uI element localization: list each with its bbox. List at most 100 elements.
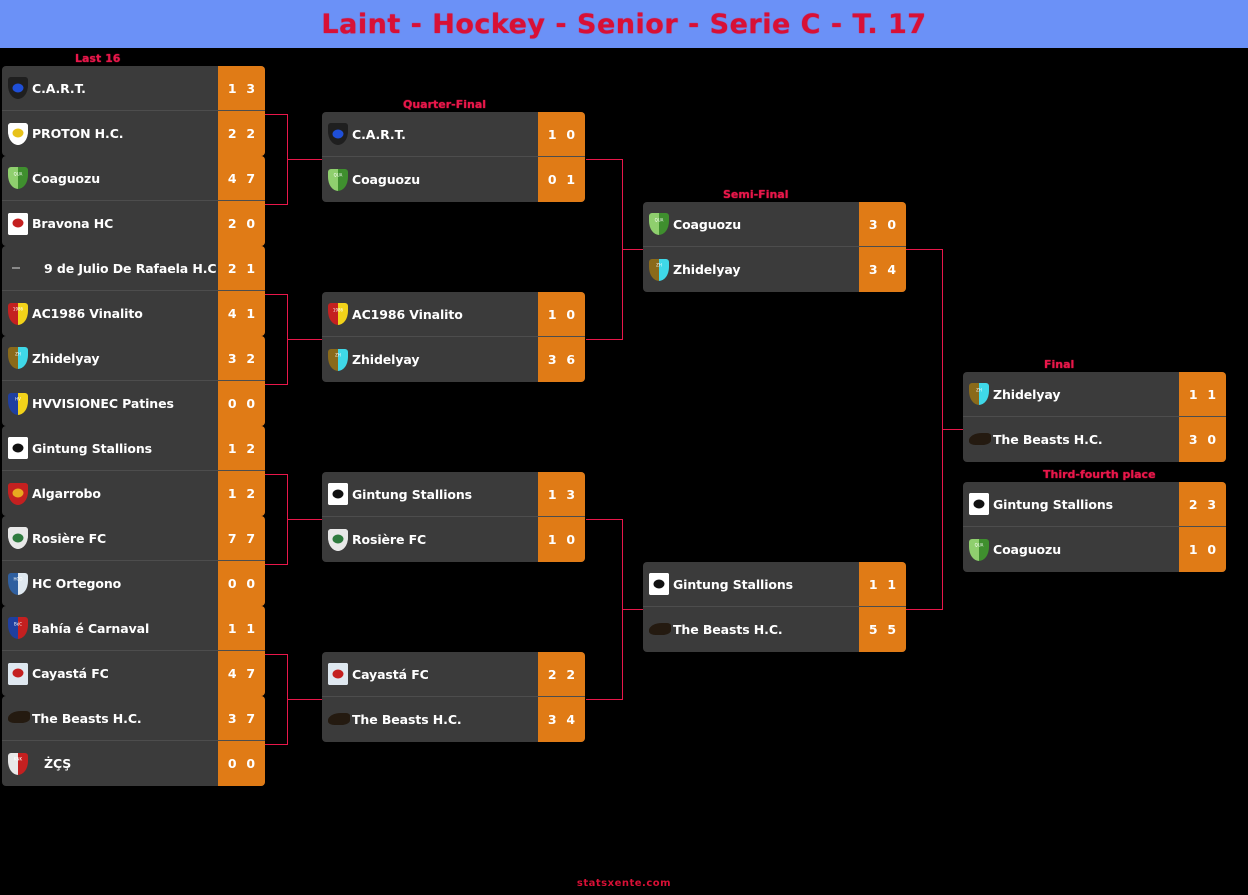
- team-row[interactable]: QUA Coaguozu 1 0: [963, 527, 1226, 572]
- team-crest-icon: [8, 525, 30, 551]
- score-leg1: 1: [547, 306, 557, 322]
- team-name: AC1986 Vinalito: [32, 306, 143, 321]
- score-cell: 2 2: [218, 111, 265, 156]
- team-row[interactable]: QUA Coaguozu 0 1: [322, 157, 585, 202]
- round-label-last16: Last 16: [75, 52, 121, 65]
- team-row[interactable]: ZH Zhidelyay 3 4: [643, 247, 906, 292]
- team-crest-icon: [8, 255, 30, 281]
- score-leg2: 7: [246, 530, 256, 546]
- score-leg1: 4: [227, 666, 237, 681]
- connector: [265, 564, 287, 565]
- team-row[interactable]: 9 de Julio De Rafaela H.C 2 1: [2, 246, 265, 291]
- connector: [622, 249, 644, 250]
- score-leg2: 0: [246, 396, 256, 411]
- connector: [265, 654, 287, 655]
- score-leg1: 7: [227, 530, 237, 546]
- team-row[interactable]: ZH Zhidelyay 1 1: [963, 372, 1226, 417]
- score-leg2: 7: [246, 170, 256, 186]
- score-leg2: 3: [246, 80, 256, 96]
- score-cell: 2 2: [538, 652, 585, 696]
- team-crest-icon: [328, 527, 350, 553]
- team-row[interactable]: C.A.R.T. 1 0: [322, 112, 585, 157]
- team-row[interactable]: Gintung Stallions 1 1: [643, 562, 906, 607]
- match-card[interactable]: Gintung Stallions 1 1 The Beasts H.C. 5 …: [643, 562, 906, 652]
- score-leg1: 2: [227, 260, 237, 276]
- team-crest-icon: QUA: [328, 167, 350, 193]
- match-card[interactable]: BéC Bahía é Carnaval 1 1 Cayastá FC 4 7: [2, 606, 265, 696]
- connector: [265, 744, 287, 745]
- match-card-third-place[interactable]: Gintung Stallions 2 3 QUA Coaguozu 1 0: [963, 482, 1226, 572]
- team-row[interactable]: PROTON H.C. 2 2: [2, 111, 265, 156]
- score-cell: 3 2: [218, 336, 265, 380]
- team-row[interactable]: Rosière FC 7 7: [2, 516, 265, 561]
- match-card[interactable]: Rosière FC 7 7 HCO HC Ortegono 0 0: [2, 516, 265, 606]
- team-crest-icon: QUA: [649, 211, 671, 237]
- team-row[interactable]: 1986 AC1986 Vinalito 1 0: [322, 292, 585, 337]
- score-cell: 2 3: [1179, 482, 1226, 526]
- match-card[interactable]: The Beasts H.C. 3 7 KNK ŻÇŞ 0 0: [2, 696, 265, 786]
- score-leg1: 1: [227, 486, 237, 501]
- team-row[interactable]: The Beasts H.C. 3 0: [963, 417, 1226, 462]
- match-card[interactable]: QUA Coaguozu 4 7 Bravona HC 2 0: [2, 156, 265, 246]
- team-name: ŻÇŞ: [44, 756, 72, 771]
- team-row[interactable]: The Beasts H.C. 3 7: [2, 696, 265, 741]
- connector: [287, 159, 323, 160]
- team-row[interactable]: BéC Bahía é Carnaval 1 1: [2, 606, 265, 651]
- score-leg1: 2: [1188, 496, 1198, 512]
- score-leg1: 3: [868, 262, 878, 277]
- score-cell: 3 4: [859, 247, 906, 292]
- match-card[interactable]: ZH Zhidelyay 3 2 HV HVVISIONEC Patines 0…: [2, 336, 265, 426]
- team-crest-icon: [328, 481, 350, 507]
- team-name: Rosière FC: [352, 532, 427, 547]
- team-row[interactable]: QUA Coaguozu 3 0: [643, 202, 906, 247]
- team-row[interactable]: 1986 AC1986 Vinalito 4 1: [2, 291, 265, 336]
- match-card-final[interactable]: ZH Zhidelyay 1 1 The Beasts H.C. 3 0: [963, 372, 1226, 462]
- match-card[interactable]: Gintung Stallions 1 3 Rosière FC 1 0: [322, 472, 585, 562]
- connector: [287, 699, 323, 700]
- team-crest-icon: [8, 481, 30, 507]
- score-leg2: 2: [246, 126, 256, 141]
- score-cell: 3 0: [859, 202, 906, 246]
- match-card[interactable]: C.A.R.T. 1 0 QUA Coaguozu 0 1: [322, 112, 585, 202]
- score-leg2: 1: [566, 172, 576, 187]
- team-crest-icon: ZH: [8, 345, 30, 371]
- team-row[interactable]: HV HVVISIONEC Patines 0 0: [2, 381, 265, 426]
- team-name: Algarrobo: [32, 486, 101, 501]
- connector: [265, 114, 287, 115]
- score-leg1: 2: [547, 666, 557, 682]
- score-leg1: 1: [1188, 542, 1198, 557]
- team-row[interactable]: Bravona HC 2 0: [2, 201, 265, 246]
- match-card[interactable]: QUA Coaguozu 3 0 ZH Zhidelyay 3 4: [643, 202, 906, 292]
- team-crest-icon: [649, 571, 671, 597]
- match-card[interactable]: 9 de Julio De Rafaela H.C 2 1 1986 AC198…: [2, 246, 265, 336]
- team-row[interactable]: Gintung Stallions 1 2: [2, 426, 265, 471]
- team-row[interactable]: ZH Zhidelyay 3 2: [2, 336, 265, 381]
- team-row[interactable]: KNK ŻÇŞ 0 0: [2, 741, 265, 786]
- team-row[interactable]: The Beasts H.C. 5 5: [643, 607, 906, 652]
- team-row[interactable]: Rosière FC 1 0: [322, 517, 585, 562]
- team-row[interactable]: Algarrobo 1 2: [2, 471, 265, 516]
- team-name: Coaguozu: [673, 216, 742, 232]
- team-row[interactable]: Gintung Stallions 1 3: [322, 472, 585, 517]
- match-card[interactable]: 1986 AC1986 Vinalito 1 0 ZH Zhidelyay 3 …: [322, 292, 585, 382]
- team-row[interactable]: QUA Coaguozu 4 7: [2, 156, 265, 201]
- team-row[interactable]: ZH Zhidelyay 3 6: [322, 337, 585, 382]
- team-name: Zhidelyay: [32, 350, 100, 366]
- team-row[interactable]: Cayastá FC 2 2: [322, 652, 585, 697]
- score-cell: 3 0: [1179, 417, 1226, 462]
- score-leg2: 1: [887, 576, 897, 592]
- team-row[interactable]: Gintung Stallions 2 3: [963, 482, 1226, 527]
- team-row[interactable]: The Beasts H.C. 3 4: [322, 697, 585, 742]
- match-card[interactable]: Cayastá FC 2 2 The Beasts H.C. 3 4: [322, 652, 585, 742]
- team-row[interactable]: HCO HC Ortegono 0 0: [2, 561, 265, 606]
- team-crest-icon: [969, 491, 991, 517]
- score-cell: 1 0: [538, 112, 585, 156]
- match-card[interactable]: Gintung Stallions 1 2 Algarrobo 1 2: [2, 426, 265, 516]
- connector: [287, 339, 323, 340]
- team-name: 9 de Julio De Rafaela H.C: [44, 260, 217, 276]
- team-row[interactable]: Cayastá FC 4 7: [2, 651, 265, 696]
- team-name: The Beasts H.C.: [32, 710, 142, 726]
- score-leg1: 3: [547, 712, 557, 727]
- match-card[interactable]: C.A.R.T. 1 3 PROTON H.C. 2 2: [2, 66, 265, 156]
- team-row[interactable]: C.A.R.T. 1 3: [2, 66, 265, 111]
